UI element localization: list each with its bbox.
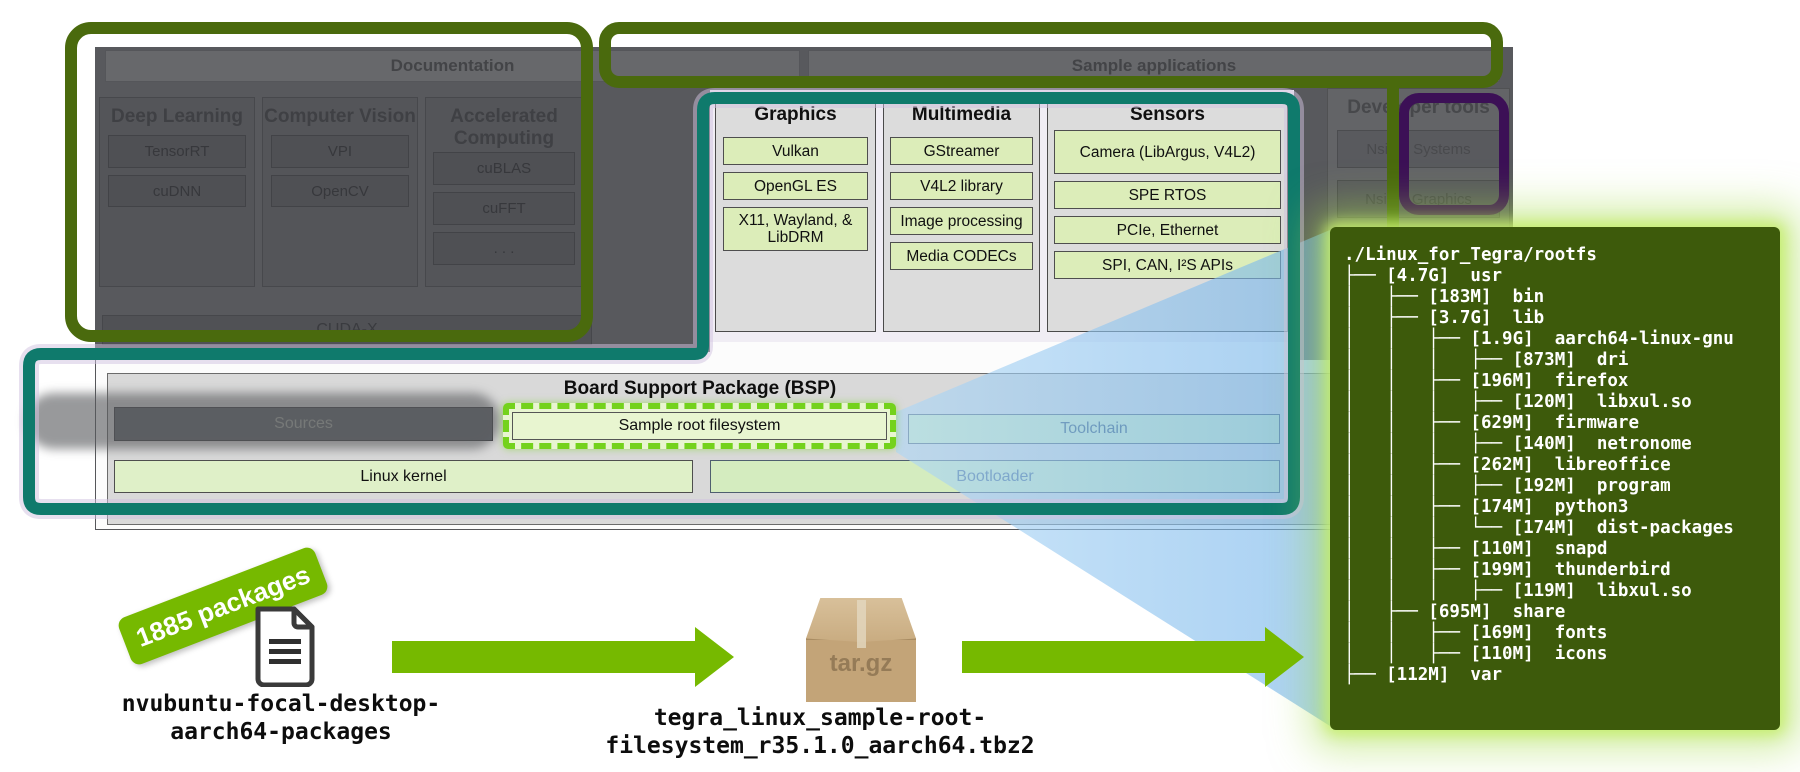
olive-left-border bbox=[65, 22, 593, 342]
tar-gz-archive-icon: tar.gz bbox=[806, 598, 916, 702]
purple-devtools-border bbox=[1399, 93, 1509, 215]
v4l2-library-box: V4L2 library bbox=[890, 172, 1033, 200]
documentation-label: Documentation bbox=[390, 56, 515, 75]
rootfs-tree: ./Linux_for_Tegra/rootfs ├── [4.7G] usr … bbox=[1344, 245, 1734, 685]
linux-kernel-box: Linux kernel bbox=[114, 460, 693, 493]
gstreamer-box: GStreamer bbox=[890, 137, 1033, 165]
camera-libargus-box: Camera (LibArgus, V4L2) bbox=[1054, 130, 1281, 174]
zoom-beam bbox=[896, 230, 1330, 726]
media-codecs-box: Media CODECs bbox=[890, 242, 1033, 270]
rootfs-terminal: ./Linux_for_Tegra/rootfs ├── [4.7G] usr … bbox=[1330, 227, 1780, 730]
spe-rtos-box: SPE RTOS bbox=[1054, 181, 1281, 209]
tar-box-tape bbox=[857, 600, 866, 648]
arrow-packages-to-tarball bbox=[392, 627, 734, 687]
olive-top-border bbox=[599, 22, 1503, 88]
package-list-document-icon bbox=[255, 606, 315, 687]
cudnn-box: cuDNN bbox=[108, 175, 246, 207]
sample-root-filesystem-label: Sample root filesystem bbox=[512, 412, 887, 440]
more-libraries-box: . . . bbox=[433, 232, 575, 265]
x11-wayland-libdrm-box: X11, Wayland, & LibDRM bbox=[723, 207, 868, 251]
tarball-filename-label: tegra_linux_sample-root- filesystem_r35.… bbox=[605, 705, 1035, 759]
deep-learning-title: Deep Learning bbox=[111, 106, 243, 127]
cufft-box: cuFFT bbox=[433, 192, 575, 225]
accelerated-computing-title: Accelerated Computing bbox=[450, 106, 558, 149]
tensorrt-box: TensorRT bbox=[108, 135, 246, 168]
sources-gray-smudge bbox=[26, 393, 500, 449]
teal-highlight-border bbox=[23, 92, 1300, 515]
vpi-box: VPI bbox=[271, 135, 409, 168]
opengl-es-box: OpenGL ES bbox=[723, 172, 868, 200]
vulkan-box: Vulkan bbox=[723, 137, 868, 165]
sample-root-filesystem-box: Sample root filesystem bbox=[503, 403, 896, 449]
cublas-box: cuBLAS bbox=[433, 152, 575, 185]
pcie-ethernet-box: PCIe, Ethernet bbox=[1054, 216, 1281, 244]
graphics-title: Graphics bbox=[754, 104, 837, 125]
image-processing-box: Image processing bbox=[890, 207, 1033, 235]
arrow-tarball-to-rootfs bbox=[962, 627, 1304, 687]
sensors-title: Sensors bbox=[1130, 104, 1205, 125]
packages-filename-label: nvubuntu-focal-desktop- aarch64-packages bbox=[121, 691, 441, 745]
opencv-box: OpenCV bbox=[271, 175, 409, 207]
tar-box-body bbox=[806, 638, 916, 702]
sample-applications-label: Sample applications bbox=[1071, 56, 1237, 75]
computer-vision-title: Computer Vision bbox=[264, 106, 416, 127]
bsp-title: Board Support Package (BSP) bbox=[563, 378, 837, 399]
tar-gz-label: tar.gz bbox=[829, 650, 893, 677]
multimedia-title: Multimedia bbox=[911, 104, 1012, 125]
